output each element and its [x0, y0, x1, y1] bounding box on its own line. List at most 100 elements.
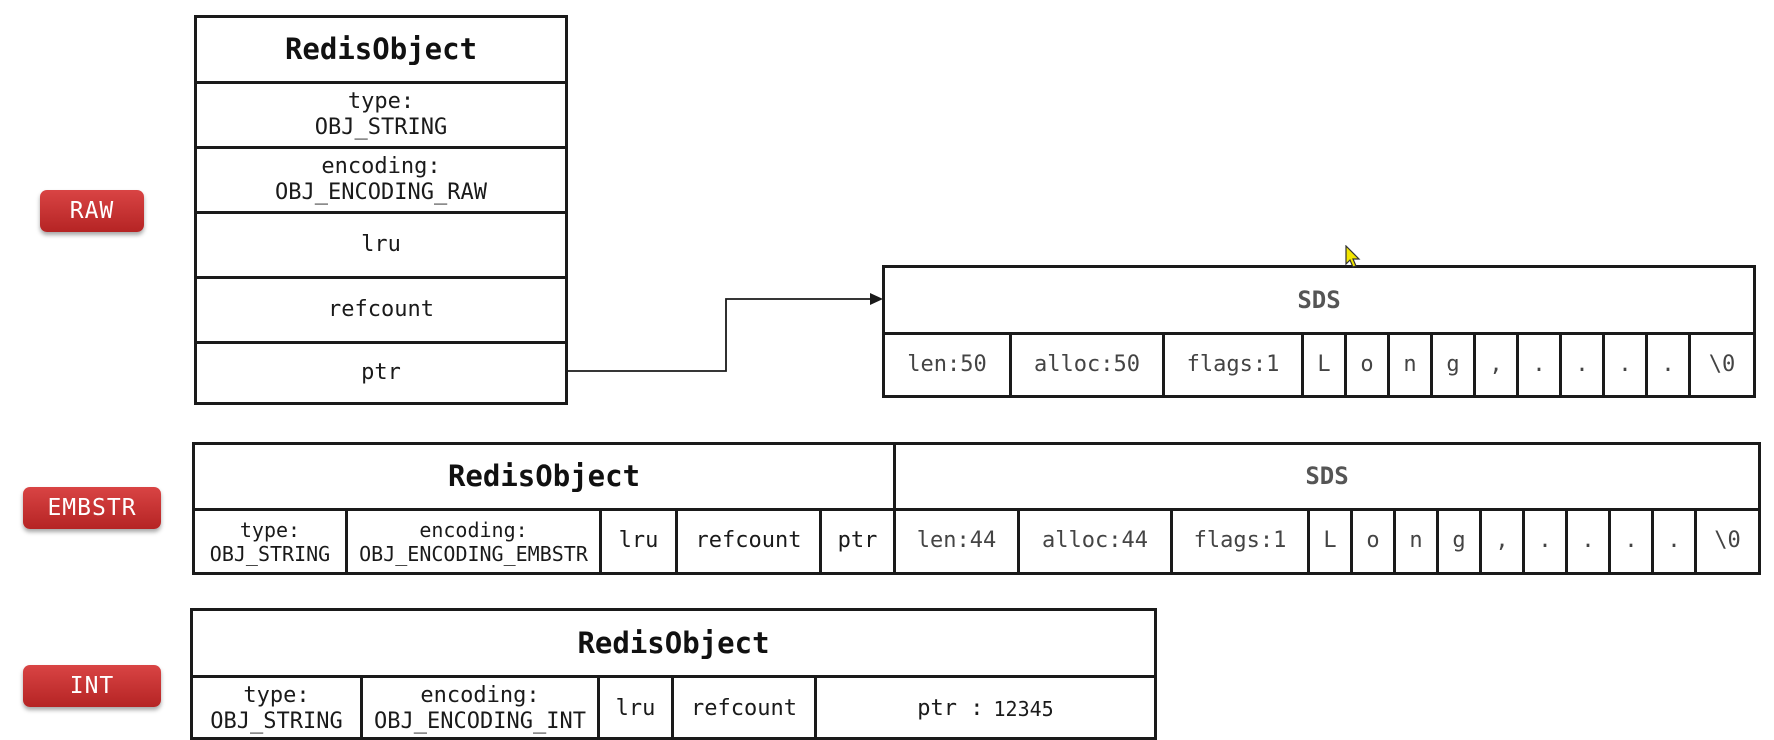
int-refcount-field: refcount — [691, 695, 797, 721]
raw-divider-2 — [197, 146, 565, 149]
raw-sds-cell-5: n — [1403, 351, 1417, 377]
raw-sds-cell-separator-0 — [1009, 335, 1012, 395]
raw-divider-4 — [197, 276, 565, 279]
embstr-type-label: type: — [239, 517, 301, 542]
raw-type-label: type: — [347, 88, 415, 114]
embstr-title-divider — [893, 445, 896, 508]
int-sep-3 — [671, 678, 674, 740]
embstr-sds-cell-separator-10 — [1651, 511, 1654, 572]
embstr-refcount-field: refcount — [695, 528, 802, 554]
raw-sds-divider — [885, 332, 1753, 335]
raw-sds-cell-separator-10 — [1645, 335, 1648, 395]
embstr-sds-cell-separator-9 — [1608, 511, 1611, 572]
raw-sds-cell-separator-2 — [1301, 335, 1304, 395]
embstr-sds-cell-separator-0 — [1017, 511, 1020, 572]
raw-refcount-field: refcount — [328, 296, 434, 322]
embstr-ptr-field: ptr — [837, 528, 878, 554]
raw-badge: RAW — [40, 190, 144, 232]
embstr-object-title: RedisObject — [447, 459, 641, 494]
raw-object-title: RedisObject — [284, 32, 478, 67]
int-encoding-label: encoding: — [420, 682, 540, 708]
embstr-sds-cell-separator-5 — [1436, 511, 1439, 572]
int-ptr-label: ptr : — [917, 695, 984, 721]
raw-lru-field: lru — [361, 231, 401, 257]
embstr-sds-cell-separator-8 — [1565, 511, 1568, 572]
raw-sds-cell-separator-4 — [1387, 335, 1390, 395]
raw-sds-cell-6: g — [1446, 351, 1460, 377]
embstr-sds-cell-2: flags:1 — [1193, 528, 1287, 554]
raw-type-value: OBJ_STRING — [314, 115, 448, 140]
embstr-sep-3 — [675, 511, 678, 572]
raw-encoding-value: OBJ_ENCODING_RAW — [275, 180, 487, 205]
embstr-sds-cell-10: . — [1624, 528, 1638, 554]
embstr-type-value: OBJ_STRING — [209, 541, 331, 566]
embstr-sds-cell-separator-11 — [1694, 511, 1697, 572]
raw-sds-cell-11: . — [1661, 351, 1675, 377]
raw-sds-cell-separator-11 — [1688, 335, 1691, 395]
embstr-sep-4 — [819, 511, 822, 572]
int-lru-field: lru — [615, 695, 656, 721]
raw-divider-5 — [197, 341, 565, 344]
embstr-sds-cell-4: o — [1366, 528, 1380, 554]
embstr-sds-cell-12: \0 — [1714, 528, 1741, 554]
embstr-sds-cell-11: . — [1667, 528, 1681, 554]
raw-divider-3 — [197, 211, 565, 214]
int-ptr-field: ptr : 12345 — [817, 678, 1154, 740]
embstr-sds-cell-8: . — [1538, 528, 1552, 554]
int-type-field: type: OBJ_STRING — [193, 678, 360, 740]
embstr-lru-field: lru — [618, 528, 659, 554]
int-type-value: OBJ_STRING — [210, 709, 343, 734]
raw-sds-cell-3: L — [1317, 351, 1331, 377]
embstr-sds-cell-3: L — [1323, 528, 1337, 554]
raw-sds-cell-separator-5 — [1430, 335, 1433, 395]
embstr-sep-1 — [345, 511, 348, 572]
raw-sds-cell-4: o — [1360, 351, 1374, 377]
raw-sds-cell-0: len:50 — [907, 351, 987, 377]
embstr-encoding-label: encoding: — [419, 517, 528, 542]
embstr-sds-cell-separator-3 — [1350, 511, 1353, 572]
raw-sds-cell-separator-6 — [1473, 335, 1476, 395]
mouse-cursor-icon — [1345, 245, 1361, 268]
raw-sds-cell-8: . — [1532, 351, 1546, 377]
embstr-sds-cell-separator-7 — [1522, 511, 1525, 572]
embstr-sds-cell-separator-2 — [1307, 511, 1310, 572]
int-type-label: type: — [243, 682, 310, 708]
int-sep-4 — [814, 678, 817, 740]
raw-sds-cell-separator-7 — [1516, 335, 1519, 395]
embstr-sds-cell-1: alloc:44 — [1042, 528, 1148, 554]
int-sep-1 — [360, 678, 363, 740]
int-sep-2 — [597, 678, 600, 740]
raw-divider-1 — [197, 81, 565, 84]
embstr-row-divider — [195, 508, 1758, 511]
embstr-type-field: type: OBJ_STRING — [195, 511, 345, 572]
embstr-encoding-value: OBJ_ENCODING_EMBSTR — [359, 541, 588, 566]
embstr-sds-cell-6: g — [1452, 528, 1466, 554]
int-badge: INT — [23, 665, 161, 707]
embstr-sds-cell-separator-1 — [1170, 511, 1173, 572]
raw-encoding-label: encoding: — [321, 153, 441, 179]
raw-sds-title: SDS — [1297, 285, 1341, 314]
embstr-sds-cell-7: , — [1495, 528, 1509, 554]
int-row-divider — [193, 675, 1154, 678]
raw-ptr-field: ptr — [361, 359, 401, 385]
raw-sds-cell-1: alloc:50 — [1034, 351, 1140, 377]
int-redis-object: RedisObject type: OBJ_STRING encoding: O… — [190, 608, 1157, 740]
int-ptr-value: 12345 — [993, 697, 1054, 721]
embstr-sds-cell-5: n — [1409, 528, 1423, 554]
raw-sds-cell-9: . — [1575, 351, 1589, 377]
raw-sds-cell-separator-1 — [1162, 335, 1165, 395]
raw-sds-cell-7: , — [1489, 351, 1503, 377]
raw-sds-cell-separator-9 — [1602, 335, 1605, 395]
embstr-block: RedisObject SDS type: OBJ_STRING encodin… — [192, 442, 1761, 575]
int-encoding-value: OBJ_ENCODING_INT — [374, 709, 586, 734]
int-object-title: RedisObject — [577, 625, 770, 660]
embstr-sep-5 — [893, 511, 896, 572]
raw-sds-cell-10: . — [1618, 351, 1632, 377]
embstr-sep-2 — [599, 511, 602, 572]
embstr-sds-title: SDS — [1305, 462, 1349, 491]
raw-sds-cell-separator-3 — [1344, 335, 1347, 395]
